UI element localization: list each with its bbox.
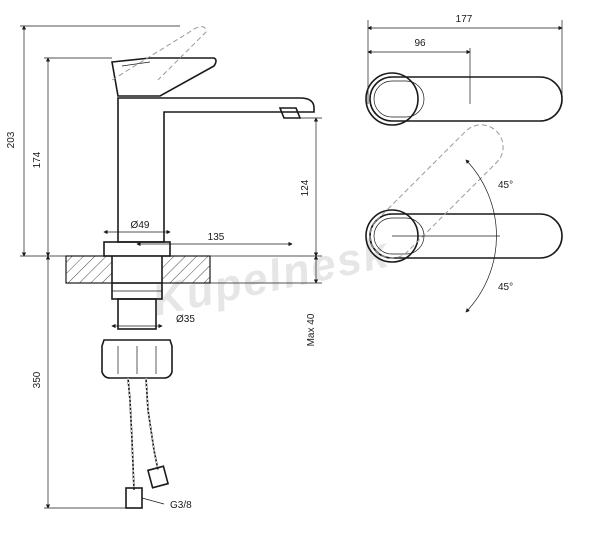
top-view: 177 96 45° 45°: [365, 14, 563, 313]
dim-174-label: 174: [32, 151, 43, 168]
dim-49-label: Ø49: [131, 220, 150, 231]
handle-phantom-position: [111, 26, 207, 81]
dim-96-label: 96: [414, 38, 426, 49]
dim-max40-label: Max 40: [306, 313, 317, 346]
side-view: 203 174 124 Ø49 135 Ø35 Max 40 350 G3/8: [6, 25, 322, 511]
dim-177-label: 177: [456, 14, 473, 25]
mounting-nut: [101, 339, 173, 379]
angle-45-top-label: 45°: [498, 180, 513, 191]
dim-203-label: 203: [6, 131, 17, 148]
lever-handle: [111, 57, 217, 97]
thread-g38-label: G3/8: [170, 500, 192, 511]
hose-fitting-right: [146, 465, 170, 489]
angle-45-bottom-label: 45°: [498, 282, 513, 293]
dim-135-label: 135: [208, 232, 225, 243]
spout-aerator: [278, 107, 302, 119]
mounting-shank: [117, 298, 157, 330]
hose-fitting-left: [125, 487, 143, 509]
dim-35-label: Ø35: [176, 314, 195, 325]
faucet-body: [117, 97, 315, 243]
handle-phantom-rotated: [369, 124, 504, 259]
dim-124-label: 124: [300, 179, 311, 196]
dim-350-label: 350: [32, 371, 43, 388]
base-outline-top: [365, 72, 419, 126]
handle-outline-top: [369, 76, 563, 122]
